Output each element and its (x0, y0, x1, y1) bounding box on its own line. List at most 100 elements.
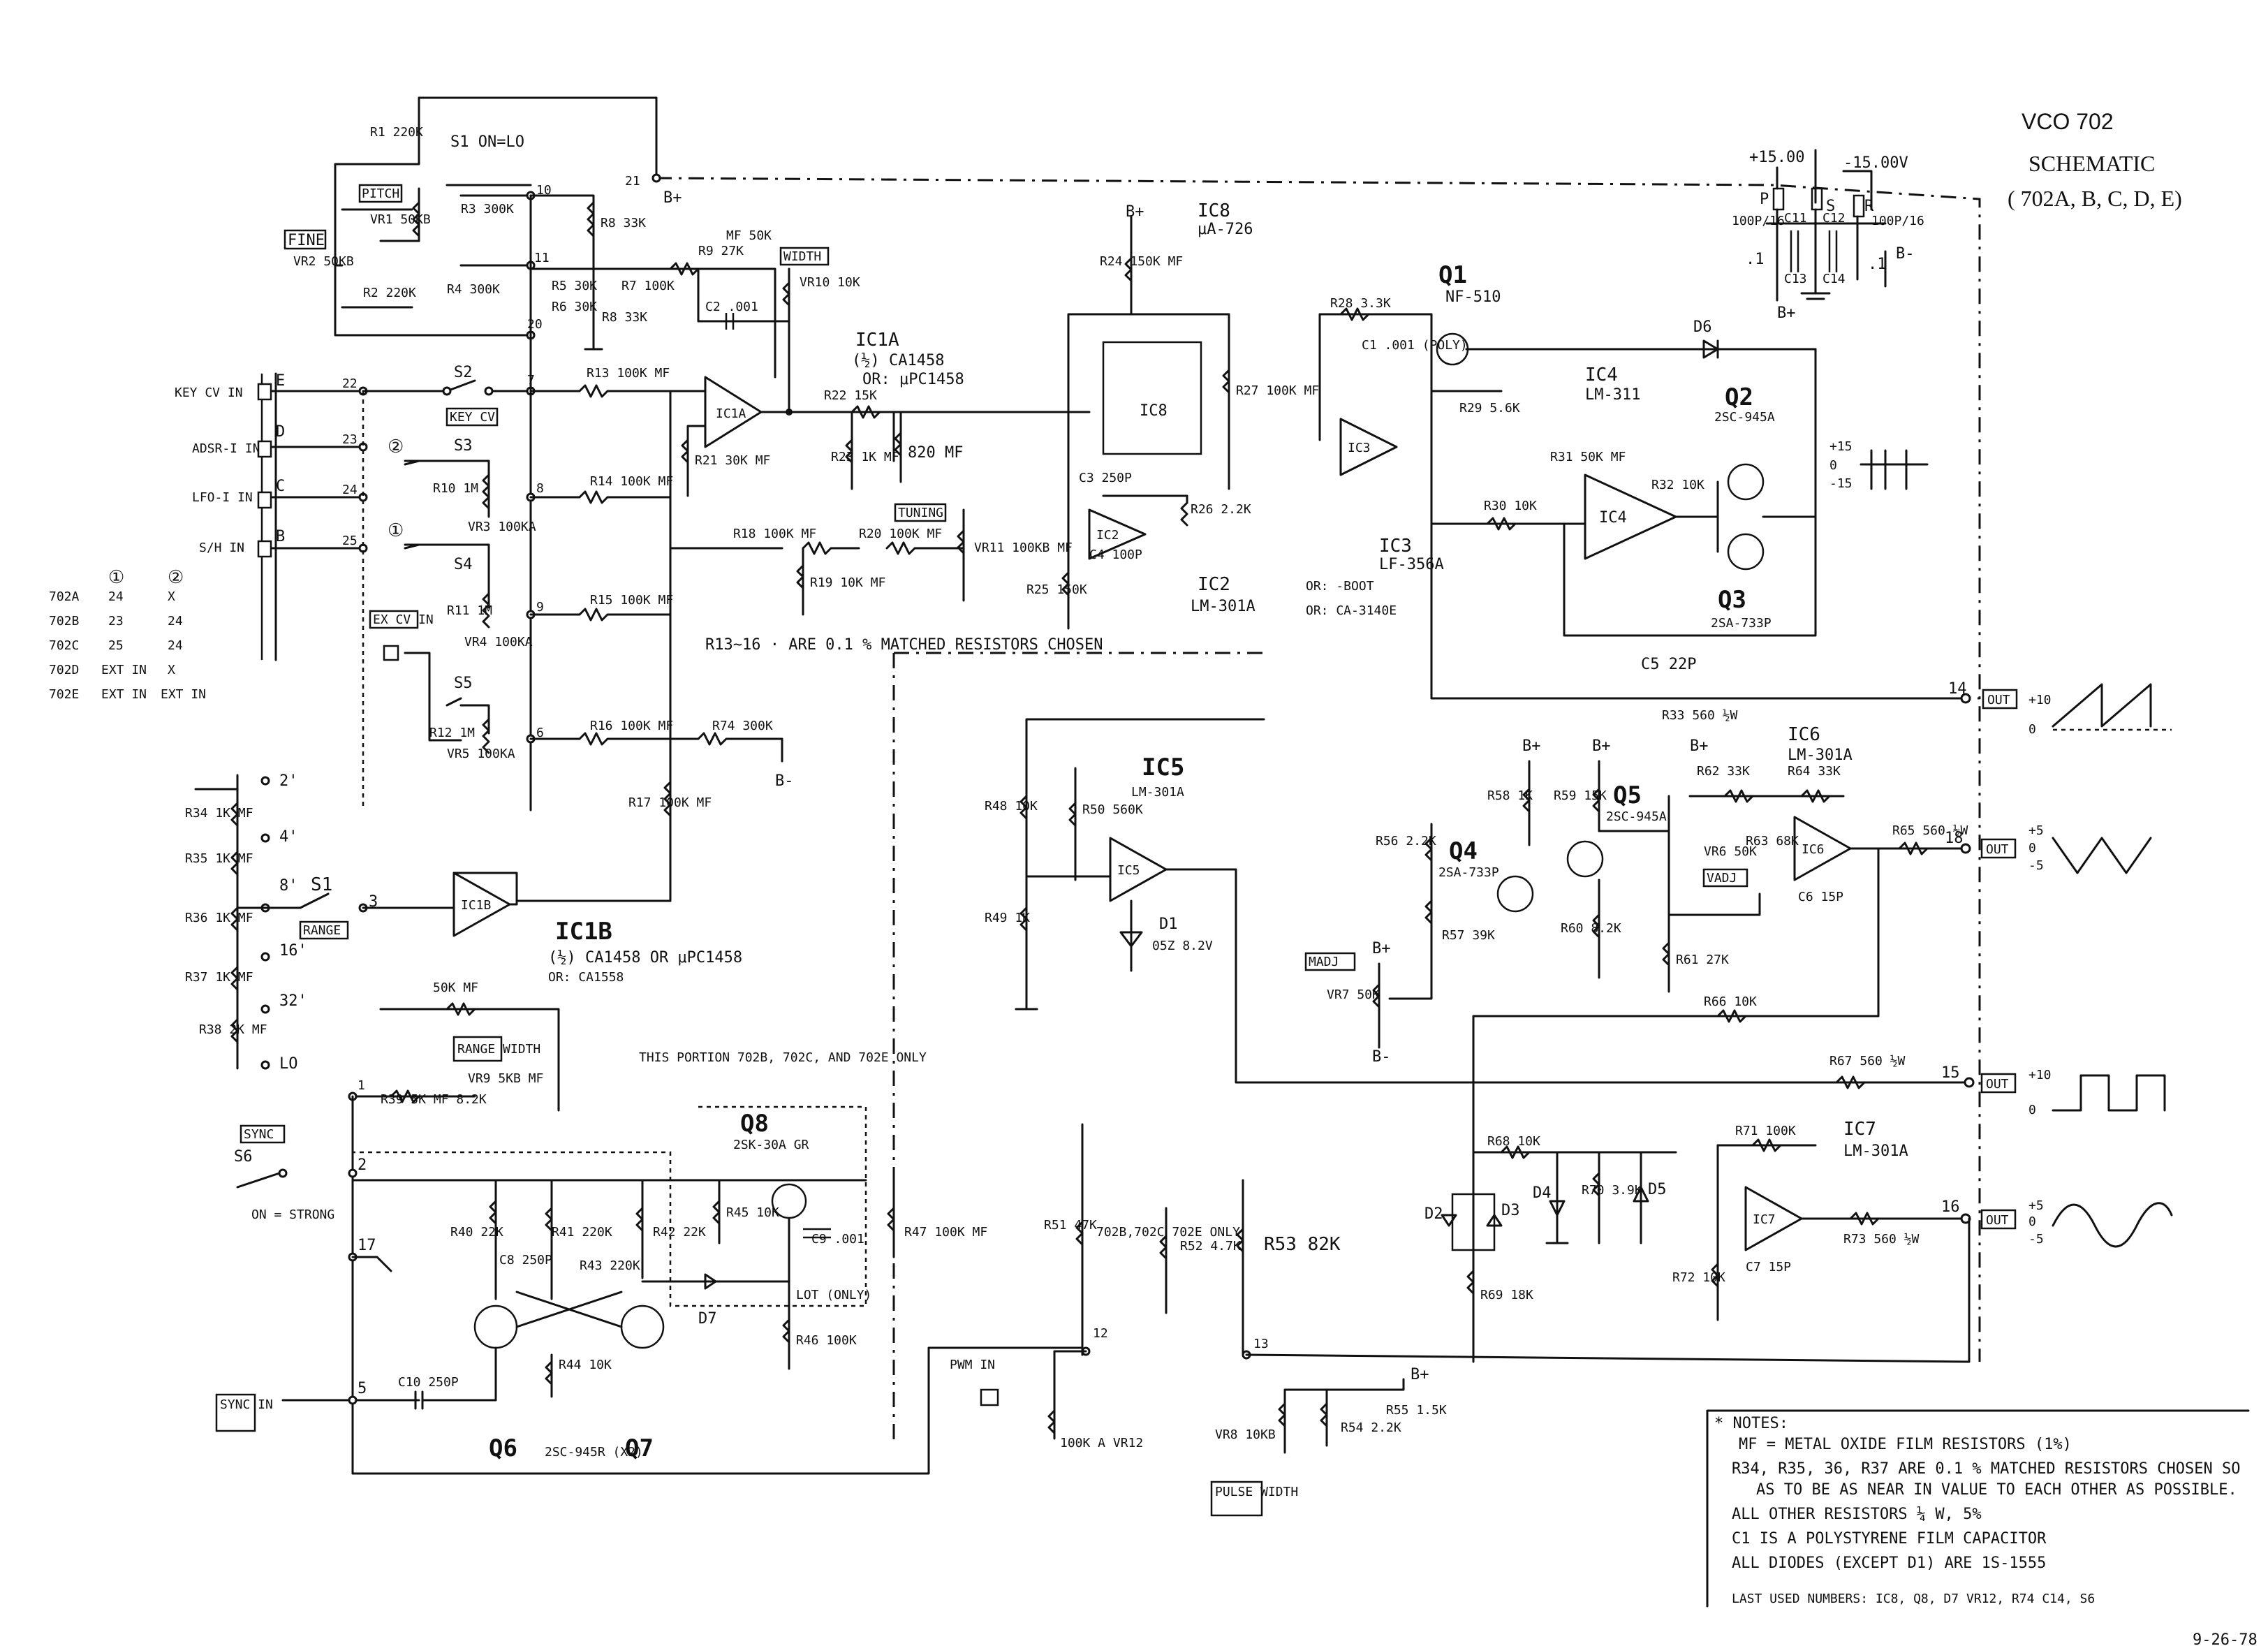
variant-row-0-a: 24 (108, 589, 124, 604)
sine-section: R68 10K D2 D3 D4 R70 3.9K D5 R69 18K IC7… (1424, 1119, 2173, 1335)
d7-label: D7 (698, 1310, 717, 1328)
input-keycv-node: 22 (342, 376, 358, 391)
pwm-in-label: PWM IN (950, 1358, 995, 1372)
ic4-section: D6 IC4 LM-311 IC4 R31 50K MF R32 10K R30… (1430, 318, 1929, 673)
r12-label: R12 1M (429, 726, 475, 740)
range-2: 2' (279, 772, 298, 790)
s1-range-label: S1 (311, 874, 332, 895)
r43-label: R43 220K (580, 1258, 640, 1273)
r2-label: R2 220K (363, 286, 416, 300)
notes-line-5: ALL DIODES (EXCEPT D1) ARE 1S-1555 (1732, 1555, 2046, 1572)
variant-row-4-a: EXT IN (101, 687, 147, 702)
output-14-jack[interactable] (1982, 689, 2018, 710)
r33-label: R33 560 ½W (1662, 708, 1738, 723)
r14-label: R14 100K MF (590, 474, 673, 489)
range-32: 32' (279, 992, 307, 1010)
input-sh-jack[interactable] (257, 540, 272, 558)
node-13-label: 13 (1253, 1337, 1269, 1351)
node-20-label: 20 (527, 317, 543, 332)
q7-label: Q7 (625, 1434, 654, 1462)
pwm-in-jack[interactable] (980, 1388, 999, 1406)
ic6-part: LM-301A (1788, 747, 1853, 764)
pulse-width-panel-label: PULSE WIDTH (1215, 1485, 1298, 1499)
r10-label: R10 1M (433, 481, 478, 496)
power-supply-section: +15.00 -15.00V P S R 100P/16 100P/16 C11… (1732, 149, 1924, 322)
s6-label: S6 (234, 1148, 253, 1166)
output-18-jack[interactable] (1980, 838, 2017, 859)
triangle-section: B+ R58 1K B+ R59 15K Q5 2SC-945A R56 2.2… (1304, 724, 2152, 1363)
input-keycv-jack[interactable] (257, 383, 272, 401)
d3-label: D3 (1501, 1202, 1520, 1219)
c6-label: C6 15P (1798, 890, 1843, 904)
supply-plus15: +15 (1829, 439, 1853, 454)
ic1a-part: (½) CA1458 (852, 352, 944, 369)
ic4-part: LM-311 (1585, 386, 1640, 404)
q8-part: 2SK-30A GR (733, 1138, 809, 1152)
range-16: 16' (279, 942, 307, 960)
q1-part: NF-510 (1445, 288, 1501, 306)
s2-label: S2 (454, 364, 473, 381)
output-16-label: OUT (1986, 1213, 2009, 1228)
input-jacks: KEY CV IN E 22 ADSR-I IN D 23 LFO-I IN C… (175, 372, 368, 810)
r46-label: R46 100K (796, 1333, 857, 1348)
r13-label: R13 100K MF (587, 366, 670, 381)
supply-zero: 0 (1829, 458, 1837, 473)
r20-label: R20 100K MF (859, 527, 942, 541)
extcv-jack[interactable] (383, 645, 399, 661)
r16-label: R16 100K MF (590, 719, 673, 733)
c10-label: C10 250P (398, 1375, 459, 1390)
variant-row-0-model: 702A (49, 589, 80, 604)
output-16-jack[interactable] (1980, 1209, 2017, 1230)
input-adsr-jack[interactable] (257, 440, 272, 458)
range-width-panel-box (452, 1036, 503, 1062)
node-1-label: 1 (358, 1078, 365, 1093)
r32-label: R32 10K (1651, 478, 1704, 492)
q6-label: Q6 (489, 1434, 517, 1462)
vr10-label: VR10 10K (800, 275, 860, 290)
range-panel-label: RANGE (303, 923, 341, 938)
q8-label: Q8 (740, 1110, 769, 1138)
input-lfo-jack[interactable] (257, 491, 272, 509)
output-16-level-hi: +5 (2028, 1198, 2044, 1213)
madj-panel-box (1304, 952, 1356, 971)
ic1b-or: OR: CA1558 (548, 970, 624, 985)
variant-row-1-a: 23 (108, 614, 124, 629)
bplus-r55: B+ (1411, 1366, 1429, 1383)
s5-label: S5 (454, 675, 473, 692)
variant-row-4-model: 702E (49, 687, 79, 702)
ic7-body-label: IC7 (1753, 1212, 1776, 1227)
r57-label: R57 39K (1442, 928, 1495, 943)
fine-panel-box (284, 229, 327, 250)
q1-label: Q1 (1438, 261, 1467, 289)
q3-label: Q3 (1718, 586, 1746, 614)
ic4-body-label: IC4 (1599, 509, 1627, 527)
r6-label: R6 30K (552, 300, 597, 314)
q2-label: Q2 (1725, 383, 1753, 411)
r70-label: R70 3.9K (1582, 1183, 1642, 1198)
vadj-panel-box (1702, 868, 1748, 888)
notes-head: * NOTES: (1714, 1415, 1788, 1432)
ic3-body-label: IC3 (1348, 441, 1371, 455)
r3-label: R3 300K (461, 202, 514, 216)
r21-label: R21 30K MF (695, 453, 770, 468)
r54-label: R54 2.2K (1341, 1420, 1401, 1435)
output-15-label: OUT (1986, 1077, 2009, 1092)
output-18-level-lo: -5 (2028, 858, 2044, 873)
power-label-r: R (1864, 198, 1874, 215)
variant-row-2-model: 702C (49, 638, 79, 653)
vr9-label: VR9 5KB MF (468, 1071, 543, 1086)
sync-in-panel-box (215, 1393, 256, 1432)
r62-label: R62 33K (1697, 764, 1750, 779)
ic2-label: IC2 (1198, 574, 1230, 595)
bplus-ic8: B+ (1126, 203, 1144, 221)
r58-label: R58 1K (1487, 788, 1533, 803)
output-16-level-zero: 0 (2028, 1214, 2036, 1229)
vr8-label: VR8 10KB (1215, 1427, 1276, 1442)
marker-1: ① (388, 520, 404, 541)
width-panel-label: WIDTH (783, 249, 821, 264)
vr7-label: VR7 50K (1327, 987, 1380, 1002)
variant-head-2: ② (168, 567, 184, 588)
pulse-width-panel-box (1210, 1480, 1263, 1517)
output-15-jack[interactable] (1980, 1073, 2017, 1094)
node-7-label: 8 (536, 481, 544, 496)
